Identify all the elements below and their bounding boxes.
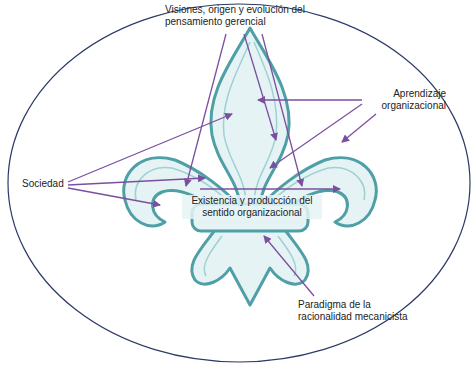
outer-ellipse bbox=[8, 4, 470, 362]
callout-label: Paradigma de la racionalidad mecanicista bbox=[298, 299, 416, 323]
fleur-de-lis bbox=[124, 28, 377, 305]
heading-label: Visiones, origen y evolución del pensami… bbox=[165, 4, 340, 28]
callout-label: Sociedad bbox=[22, 178, 68, 190]
callout-label: Aprendizaje organizacional bbox=[372, 88, 446, 112]
fleur-inner-lines bbox=[135, 42, 364, 276]
center-label: Existencia y producción del sentido orga… bbox=[182, 195, 322, 219]
leader-lines bbox=[68, 34, 376, 296]
